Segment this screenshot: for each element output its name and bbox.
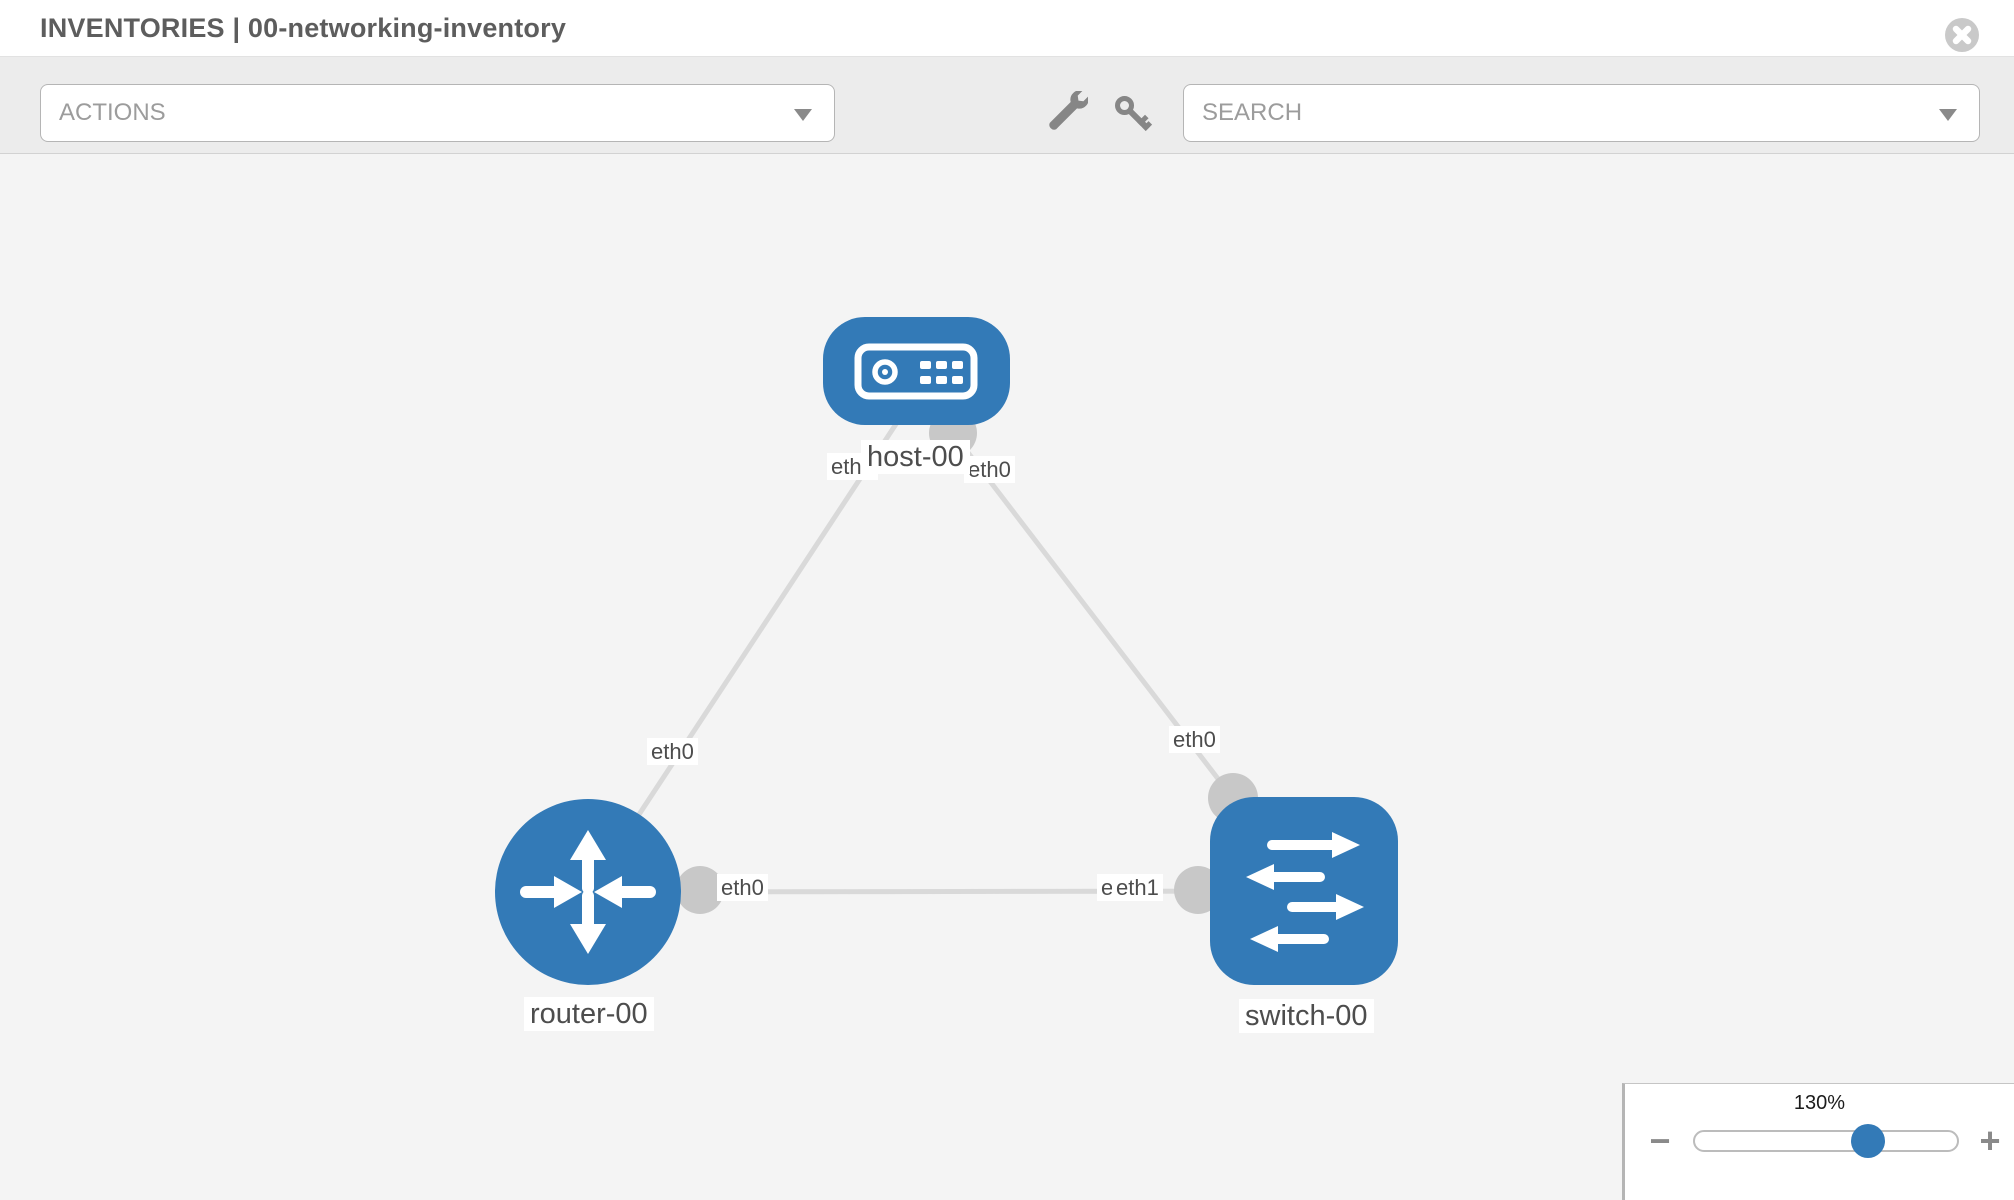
wrench-icon [1049,91,1088,130]
switch-icon [1246,832,1364,952]
topology-graph [495,317,1398,985]
node-router-00[interactable] [495,799,681,985]
port-connectors [676,409,1258,914]
iface-label-host-eth0-right: eth0 [964,456,1015,484]
node-label-host-00: host-00 [861,440,970,475]
chevron-down-icon [1939,109,1957,121]
search-dropdown[interactable]: SEARCH [1183,84,1980,142]
host-icon [854,343,978,400]
tools-button[interactable] [1041,90,1089,138]
zoom-out-button[interactable]: − [1639,1120,1681,1162]
page-title: INVENTORIES | 00-networking-inventory [40,13,567,43]
zoom-slider-track[interactable] [1693,1124,1959,1158]
iface-label-link-left-eth0: eth0 [647,738,698,766]
port-router-eth0 [676,866,724,914]
topology-canvas[interactable]: eth0 eth0 eth0 eth0 eth0 eth0 eth1 host-… [0,154,2014,1200]
actions-dropdown[interactable]: ACTIONS [40,84,835,142]
iface-label-switch-eth1: eth1 [1112,874,1163,902]
chevron-down-icon [794,109,812,121]
zoom-in-button[interactable]: + [1969,1120,2011,1162]
link-host-router[interactable] [585,416,903,894]
iface-label-switch-top-eth0: eth0 [1169,726,1220,754]
zoom-level: 130% [1793,1092,1846,1114]
close-button[interactable] [1945,18,1979,52]
iface-label-router-eth0: eth0 [717,874,768,902]
router-icon [520,830,656,954]
zoom-slider-knob[interactable] [1851,1124,1885,1158]
node-switch-00[interactable] [1210,797,1398,985]
key-icon [1115,96,1153,131]
toolbar: ACTIONS SEARCH [0,57,2014,154]
actions-dropdown-label: ACTIONS [59,99,166,126]
key-button[interactable] [1109,90,1157,138]
close-icon [1945,18,1979,52]
node-label-router-00: router-00 [524,997,654,1032]
search-dropdown-label: SEARCH [1202,99,1303,126]
zoom-panel: 130% − + [1622,1083,2014,1200]
node-label-switch-00: switch-00 [1239,999,1374,1034]
node-host-00[interactable] [823,317,1010,425]
modal-header: INVENTORIES | 00-networking-inventory [0,0,2014,57]
links [585,416,1306,895]
